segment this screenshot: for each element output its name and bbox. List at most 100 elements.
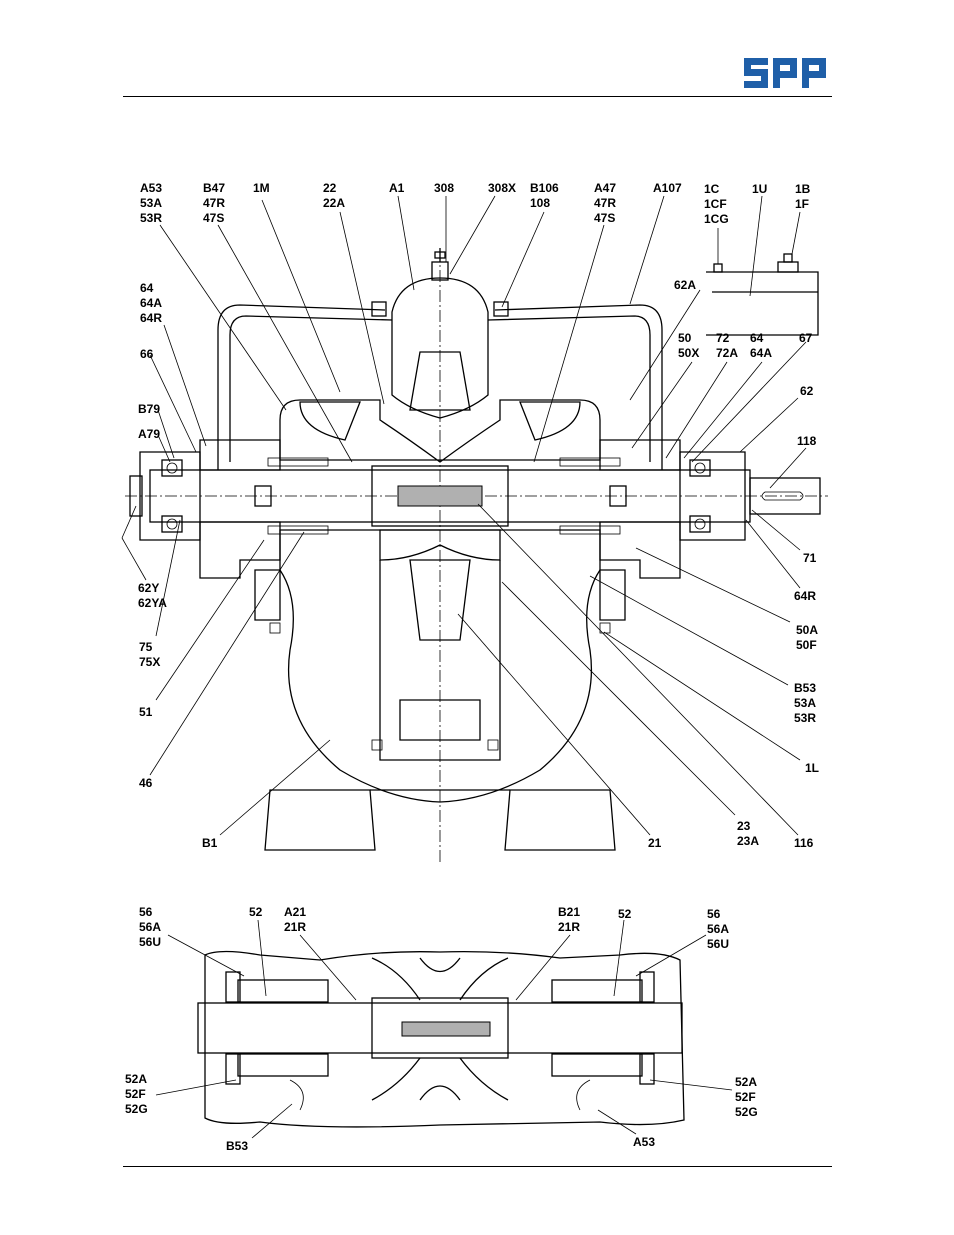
callout-line: 52G — [125, 1102, 148, 1116]
detail-section-view — [198, 952, 684, 1127]
callout-line: A21 — [284, 905, 306, 919]
callout-label-a1: A1 — [389, 181, 405, 195]
callout-line: 108 — [530, 196, 550, 210]
callout-label-b21: B2121R — [558, 905, 580, 934]
callout-line: 62A — [674, 278, 696, 292]
callout-line: A47 — [594, 181, 616, 195]
callout-label-62y: 62Y62YA — [138, 581, 167, 610]
callout-label-1u: 1U — [752, 182, 767, 196]
callout-line: 64 — [140, 281, 154, 295]
callout-line: 53R — [140, 211, 162, 225]
callout-label-118: 118 — [797, 434, 817, 448]
callout-line: B79 — [138, 402, 160, 416]
callout-line: 21R — [558, 920, 580, 934]
callout-label-62: 62 — [800, 384, 814, 398]
callout-label-a53-bottom: A53 — [633, 1135, 655, 1149]
callout-line: 72 — [716, 331, 730, 345]
inset-detail — [706, 254, 818, 335]
callout-line: B106 — [530, 181, 559, 195]
callout-line: 67 — [799, 331, 813, 345]
callout-line: 50F — [796, 638, 817, 652]
callout-line: B1 — [202, 836, 218, 850]
callout-label-67: 67 — [799, 331, 813, 345]
callout-line: 116 — [794, 836, 814, 850]
callout-line: 75 — [139, 640, 153, 654]
callout-line: 50X — [678, 346, 699, 360]
callout-line: 53A — [140, 196, 162, 210]
callout-label-62a: 62A — [674, 278, 696, 292]
callout-line: A53 — [633, 1135, 655, 1149]
callout-line: 47S — [594, 211, 615, 225]
callout-line: 52G — [735, 1105, 758, 1119]
callout-line: 52A — [735, 1075, 757, 1089]
callout-line: 64R — [794, 589, 816, 603]
callout-line: A53 — [140, 181, 162, 195]
callout-label-46: 46 — [139, 776, 153, 790]
callout-line: 1M — [253, 181, 270, 195]
callout-line: 1CG — [704, 212, 729, 226]
callout-line: 50 — [678, 331, 692, 345]
callout-label-52-right: 52 — [618, 907, 632, 921]
callout-label-21: 21 — [648, 836, 662, 850]
callout-line: 22A — [323, 196, 345, 210]
callout-line: 62YA — [138, 596, 167, 610]
callout-line: 56U — [139, 935, 161, 949]
callout-line: 56 — [139, 905, 153, 919]
callout-line: 47R — [203, 196, 225, 210]
callout-label-66: 66 — [140, 347, 154, 361]
callout-label-1m: 1M — [253, 181, 270, 195]
callout-line: 56A — [707, 922, 729, 936]
callout-line: A79 — [138, 427, 160, 441]
callout-label-71: 71 — [803, 551, 817, 565]
callout-line: 64R — [140, 311, 162, 325]
callout-line: 50A — [796, 623, 818, 637]
callout-line: B53 — [226, 1139, 248, 1153]
callout-line: 46 — [139, 776, 153, 790]
callout-line: B47 — [203, 181, 225, 195]
callout-line: 22 — [323, 181, 337, 195]
callout-line: 1F — [795, 197, 809, 211]
callout-label-51: 51 — [139, 705, 153, 719]
callout-line: 53R — [794, 711, 816, 725]
callout-line: 56 — [707, 907, 721, 921]
callout-line: 47R — [594, 196, 616, 210]
callout-line: B21 — [558, 905, 580, 919]
callout-label-1l: 1L — [805, 761, 819, 775]
callout-label-a107: A107 — [653, 181, 682, 195]
callout-line: 52F — [125, 1087, 146, 1101]
callout-label-52-left: 52 — [249, 905, 263, 919]
callout-line: A107 — [653, 181, 682, 195]
callout-line: 64A — [140, 296, 162, 310]
callout-line: 1C — [704, 182, 720, 196]
callout-line: 118 — [797, 434, 817, 448]
callout-label-b53-right: B5353A53R — [794, 681, 816, 725]
callout-label-b106: B106108 — [530, 181, 559, 210]
callout-line: 51 — [139, 705, 153, 719]
callout-line: 52A — [125, 1072, 147, 1086]
callout-line: 62Y — [138, 581, 159, 595]
callout-line: 56U — [707, 937, 729, 951]
callout-line: 47S — [203, 211, 224, 225]
callout-line: 21R — [284, 920, 306, 934]
callout-line: 23 — [737, 819, 751, 833]
callout-label-308: 308 — [434, 181, 454, 195]
callout-line: B53 — [794, 681, 816, 695]
callout-line: 1L — [805, 761, 819, 775]
callout-label-308x: 308X — [488, 181, 516, 195]
callout-line: 72A — [716, 346, 738, 360]
callout-line: 1CF — [704, 197, 727, 211]
